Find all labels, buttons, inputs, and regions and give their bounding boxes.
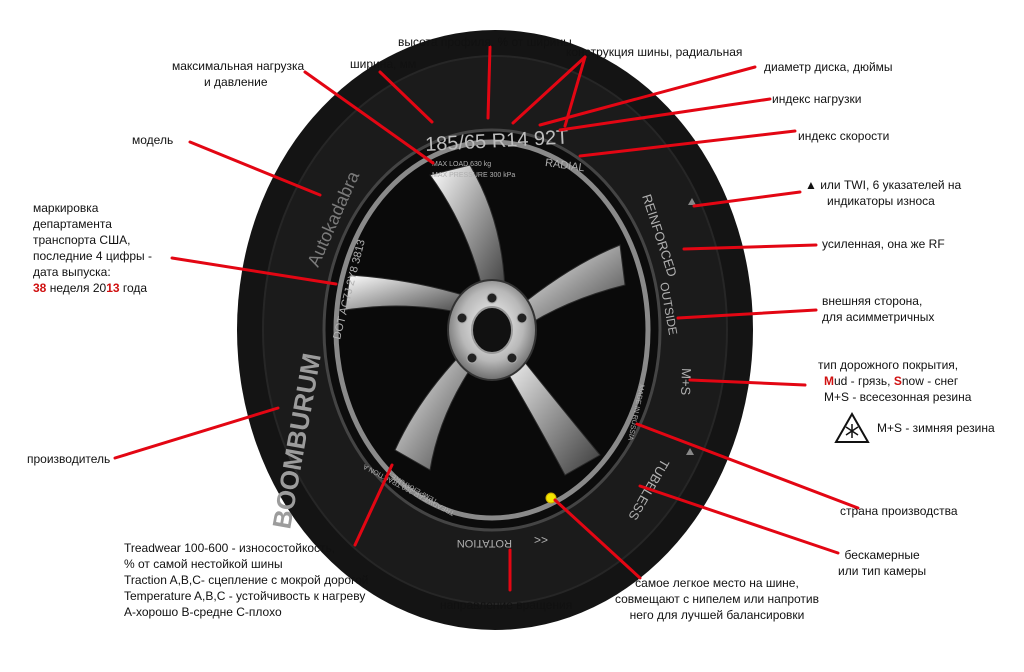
label-twi-line2: индикаторы износа xyxy=(827,194,935,208)
label-dot-line4: последние 4 цифры - xyxy=(33,249,153,263)
label-lightest-line2: совмещают с нипелем или напротив xyxy=(615,592,819,606)
label-dot-line3: транспорта США, xyxy=(33,233,131,247)
lightest-point-dot xyxy=(545,492,557,504)
label-max-load: максимальная нагрузка и давление xyxy=(172,58,304,90)
label-outside-line2: для асимметричных xyxy=(822,310,935,324)
lug-nuts xyxy=(456,292,528,364)
ms-marking: M+S xyxy=(678,368,694,396)
label-speed-index: индекс скорости xyxy=(798,129,890,143)
label-manufacturer: производитель xyxy=(27,452,111,466)
max-pressure-marking: MAX PRESSURE 300 kPa xyxy=(432,172,515,179)
label-road-line3: M+S - всесезонная резина xyxy=(824,390,972,404)
label-treadwear-line4: Temperature A,B,C - устойчивость к нагре… xyxy=(124,589,366,603)
label-dot: маркировка департамента транспорта США, … xyxy=(33,200,152,296)
label-construction: конструкция шины, радиальная xyxy=(566,45,743,59)
snowflake-mountain-icon xyxy=(834,411,870,443)
label-lightest-point: самое легкое место на шине, совмещают с … xyxy=(615,575,819,623)
label-treadwear-line2: % от самой нестойкой шины xyxy=(124,557,283,571)
label-lightest-line3: него для лучшей балансировки xyxy=(629,608,805,622)
label-road: тип дорожного покрытия, Mud - грязь, Sno… xyxy=(818,357,971,405)
pointer-lines xyxy=(113,45,860,592)
label-lightest-line1: самое легкое место на шине, xyxy=(635,576,799,590)
rotation-arrow-marking: << xyxy=(534,533,548,547)
label-tubeless-line2: или тип камеры xyxy=(838,564,927,578)
label-max-load-line1: максимальная нагрузка xyxy=(172,59,305,73)
radial-marking: RADIAL xyxy=(544,157,585,174)
label-dot-line1: маркировка xyxy=(33,201,99,215)
label-outside-line1: внешняя сторона, xyxy=(822,294,923,308)
label-rotation: направление вращения xyxy=(440,598,573,612)
label-dot-line5: дата выпуска: xyxy=(33,265,111,279)
label-tubeless: бескамерные или тип камеры xyxy=(838,547,926,579)
label-max-load-line2: и давление xyxy=(204,75,268,89)
label-dot-line6: 38 неделя 2013 года xyxy=(33,281,148,295)
label-width: ширина, мм xyxy=(350,57,417,71)
label-tubeless-line1: бескамерные xyxy=(844,548,920,562)
label-model: модель xyxy=(132,133,174,147)
label-treadwear-line1: Treadwear 100-600 - износостойкость, xyxy=(124,541,336,555)
label-outside: внешняя сторона, для асимметричных xyxy=(822,293,934,325)
label-treadwear: Treadwear 100-600 - износостойкость, % о… xyxy=(124,540,369,620)
label-load-index: индекс нагрузки xyxy=(772,92,862,106)
rotation-marking: ROTATION xyxy=(457,537,512,549)
label-road-line2: Mud - грязь, Snow - снег xyxy=(824,374,959,388)
label-country: страна производства xyxy=(840,504,958,518)
label-winter: M+S - зимняя резина xyxy=(877,421,995,435)
label-twi-line1: ▲ или TWI, 6 указателей на xyxy=(805,178,962,192)
max-load-marking: MAX LOAD 630 kg xyxy=(432,161,491,168)
label-twi: ▲ или TWI, 6 указателей на индикаторы из… xyxy=(805,177,961,209)
wheel-spokes xyxy=(344,164,626,476)
twi-indicators xyxy=(686,198,696,455)
label-road-line1: тип дорожного покрытия, xyxy=(818,358,959,372)
label-rim-diameter: диаметр диска, дюймы xyxy=(764,60,893,74)
label-profile-height: высота профиля, % от ширины xyxy=(398,35,572,49)
label-dot-line2: департамента xyxy=(33,217,112,231)
label-treadwear-line5: A-хорошо B-средне C-плохо xyxy=(124,605,282,619)
label-reinforced: усиленная, она же RF xyxy=(822,237,945,251)
label-treadwear-line3: Traction A,B,C- сцепление с мокрой дорог… xyxy=(124,573,369,587)
hub-center xyxy=(471,306,513,354)
